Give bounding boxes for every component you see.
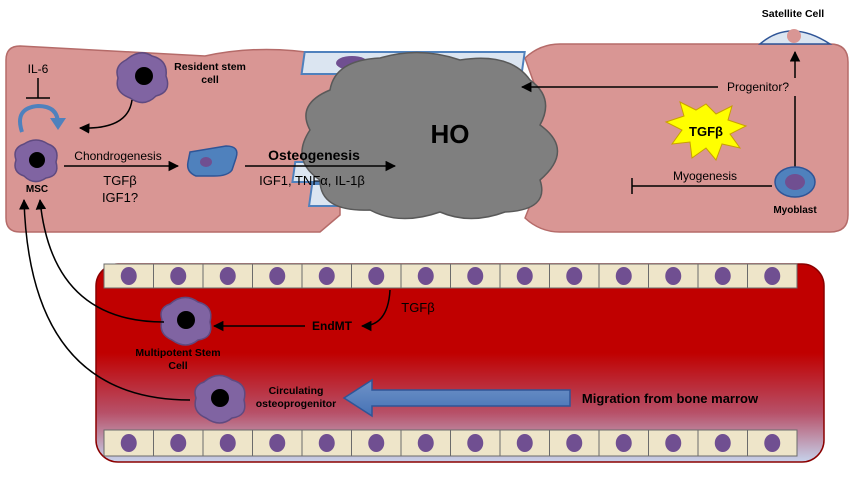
endothelial-nucleus xyxy=(516,434,533,452)
endothelial-nucleus xyxy=(269,434,286,452)
multipotent-nucleus xyxy=(177,311,195,329)
chondro-factor-2: IGF1? xyxy=(102,190,138,205)
endothelial-nucleus xyxy=(269,267,286,285)
endothelial-to-endmt-arrow xyxy=(360,289,391,332)
myoblast-nucleus xyxy=(785,174,805,190)
curved-arrow-icon xyxy=(18,103,60,133)
tgfb-burst-label: TGFβ xyxy=(689,124,723,139)
progenitor-label: Progenitor? xyxy=(727,80,789,94)
circulating-label-2: osteoprogenitor xyxy=(256,398,337,410)
endothelial-nucleus xyxy=(566,434,583,452)
migration-arrow xyxy=(342,378,571,418)
endmt-label: EndMT xyxy=(312,319,353,333)
osteo-factors-label: IGF1, TNFα, IL-1β xyxy=(259,173,365,188)
endothelial-nucleus xyxy=(120,267,137,285)
endothelial-nucleus xyxy=(120,434,137,452)
stem-cell-nucleus xyxy=(135,67,153,85)
endothelial-nucleus xyxy=(368,434,385,452)
left-muscle-fiber xyxy=(5,45,341,233)
endothelial-nucleus xyxy=(170,434,187,452)
endothelial-nucleus xyxy=(368,267,385,285)
myoblast-label: Myoblast xyxy=(773,205,817,216)
endothelial-nucleus xyxy=(516,267,533,285)
endothelium-bottom xyxy=(103,429,798,457)
resident-stem-cell-label-1: Resident stem xyxy=(174,61,246,73)
endothelial-nucleus xyxy=(417,267,434,285)
circulating-to-msc-arrow xyxy=(19,198,191,401)
endothelial-nucleus xyxy=(714,434,731,452)
endothelial-nucleus xyxy=(764,267,781,285)
osteogenesis-label: Osteogenesis xyxy=(268,147,360,163)
chondrocyte-cell xyxy=(186,145,238,177)
ho-label: HO xyxy=(431,119,470,149)
endothelial-nucleus xyxy=(566,267,583,285)
myogenesis-label: Myogenesis xyxy=(673,169,737,183)
satellite-cell-nucleus xyxy=(787,29,801,43)
endothelial-nucleus xyxy=(170,267,187,285)
chondro-factor-1: TGFβ xyxy=(103,173,136,188)
chondrogenesis-label: Chondrogenesis xyxy=(74,149,161,163)
curved-arrow-head xyxy=(50,118,66,130)
migration-label: Migration from bone marrow xyxy=(582,391,759,406)
multipotent-label-1: Multipotent Stem xyxy=(135,347,220,359)
resident-to-msc-arrow xyxy=(78,99,133,134)
endothelial-nucleus xyxy=(467,267,484,285)
chondrocyte-nucleus xyxy=(200,157,212,167)
tgfb-burst-icon xyxy=(664,101,748,161)
endmt-tgfb-label: TGFβ xyxy=(401,300,434,315)
msc-nucleus xyxy=(29,152,45,168)
endothelial-nucleus xyxy=(615,267,632,285)
endothelial-nucleus xyxy=(318,267,335,285)
il6-label: IL-6 xyxy=(28,62,49,76)
ho-mass xyxy=(301,51,559,220)
endothelial-nucleus xyxy=(665,434,682,452)
endothelial-nucleus xyxy=(318,434,335,452)
multipotent-to-msc-arrow xyxy=(35,198,165,323)
circulating-label-1: Circulating xyxy=(269,385,324,397)
endothelial-nucleus xyxy=(219,434,236,452)
endothelial-nucleus xyxy=(417,434,434,452)
endothelial-nucleus xyxy=(665,267,682,285)
endothelial-nucleus xyxy=(615,434,632,452)
endothelial-nucleus xyxy=(764,434,781,452)
circulating-nucleus xyxy=(211,389,229,407)
multipotent-label-2: Cell xyxy=(168,360,187,372)
endothelial-nucleus xyxy=(714,267,731,285)
endothelial-nucleus xyxy=(219,267,236,285)
endothelial-nucleus xyxy=(467,434,484,452)
resident-stem-cell-label-2: cell xyxy=(201,74,219,86)
msc-label: MSC xyxy=(26,184,48,195)
satellite-cell-label: Satellite Cell xyxy=(762,8,825,20)
endothelium-top xyxy=(103,263,798,289)
